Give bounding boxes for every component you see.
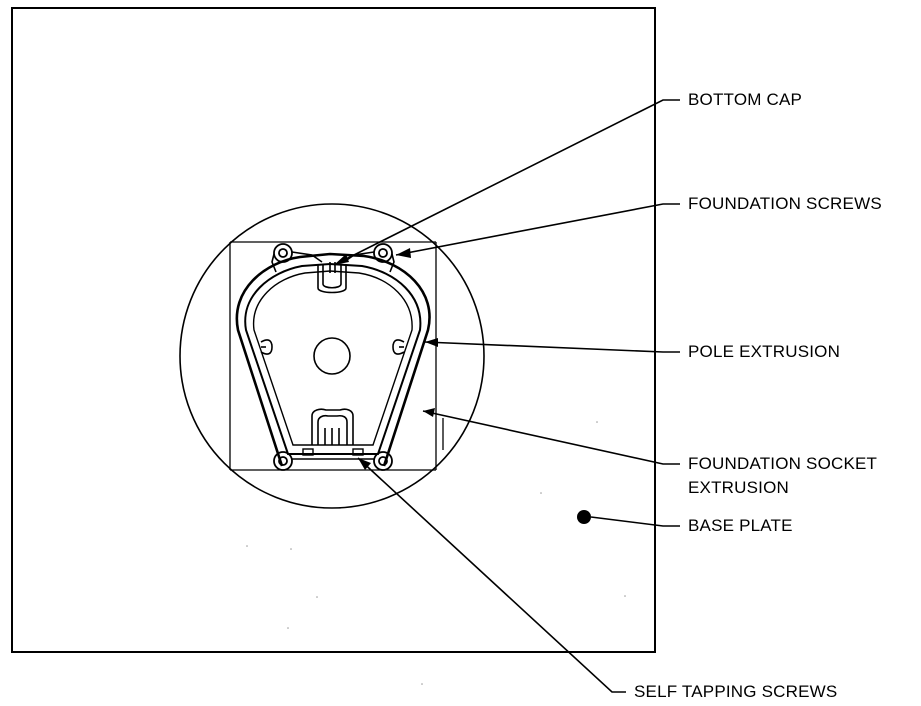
side-clips xyxy=(260,339,405,355)
bottom-notch xyxy=(311,408,354,445)
socket-plate xyxy=(229,241,444,471)
leader-base-plate xyxy=(590,516,680,527)
label-foundation-socket-line1: FOUNDATION SOCKET xyxy=(688,454,878,473)
label-foundation-socket-line2: EXTRUSION xyxy=(688,478,789,497)
mounting-circle xyxy=(179,203,485,509)
foundation-screw-bosses xyxy=(273,243,393,471)
leader-socket xyxy=(422,410,680,465)
center-hole xyxy=(313,337,351,375)
leader-self-tapping xyxy=(357,457,626,693)
leader-arrowheads xyxy=(334,248,438,470)
foundation-socket-extrusion xyxy=(235,252,431,467)
label-base-plate: BASE PLATE xyxy=(688,516,793,535)
self-tapping-screw-heads xyxy=(302,448,364,456)
label-bottom-cap: BOTTOM CAP xyxy=(688,90,803,109)
pole-extrusion-inner xyxy=(252,270,413,446)
label-self-tapping-screws: SELF TAPPING SCREWS xyxy=(634,682,838,701)
base-plate-outline xyxy=(11,7,656,653)
base-plate-dot xyxy=(577,510,591,524)
label-foundation-screws: FOUNDATION SCREWS xyxy=(688,194,882,213)
top-notch xyxy=(317,262,347,294)
leader-pole-extrusion xyxy=(424,341,680,353)
leader-bottom-cap xyxy=(333,99,680,266)
scan-specks xyxy=(246,421,626,685)
boss-connectors xyxy=(271,251,395,460)
leader-lines xyxy=(333,99,680,693)
label-pole-extrusion: POLE EXTRUSION xyxy=(688,342,841,361)
leader-foundation-screws xyxy=(395,203,680,256)
